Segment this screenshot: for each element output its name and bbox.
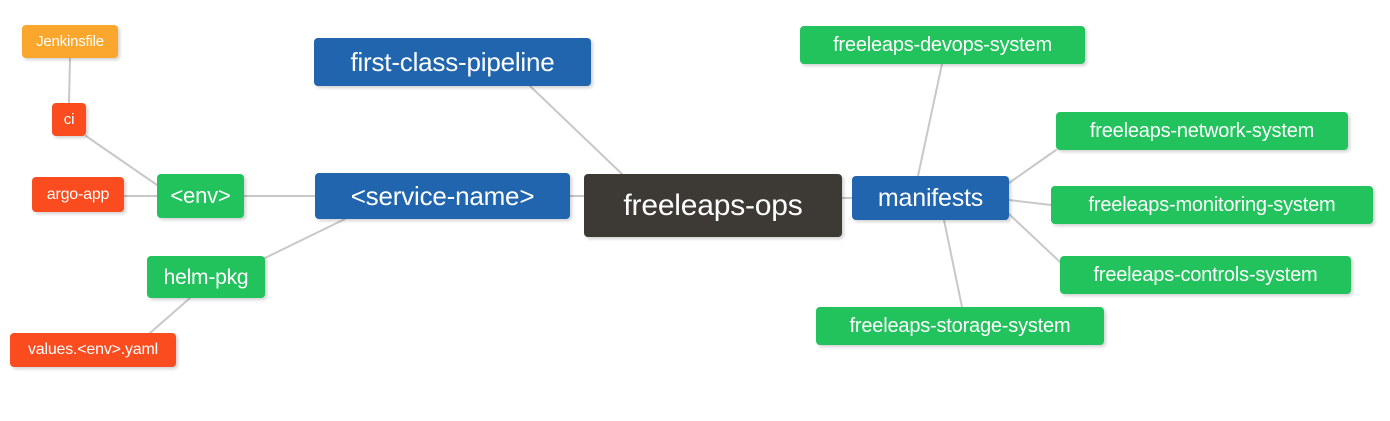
edge-manifests-to-freeleaps-devops-system [917, 63, 943, 177]
node-freeleaps-controls-system[interactable]: freeleaps-controls-system [1060, 256, 1351, 294]
node-label-freeleaps-devops-system: freeleaps-devops-system [833, 34, 1052, 56]
node-freeleaps-storage-system[interactable]: freeleaps-storage-system [816, 307, 1104, 345]
node-manifests[interactable]: manifests [852, 176, 1009, 220]
node-freeleaps-devops-system[interactable]: freeleaps-devops-system [800, 26, 1085, 64]
node-label-service-name: <service-name> [350, 181, 535, 211]
node-label-manifests: manifests [877, 183, 984, 212]
edge-manifests-to-freeleaps-network-system [1008, 149, 1057, 184]
node-jenkinsfile[interactable]: Jenkinsfile [22, 25, 118, 58]
node-freeleaps-network-system[interactable]: freeleaps-network-system [1056, 112, 1348, 150]
edge-values-yaml-to-helm-pkg [149, 297, 191, 334]
node-label-env: <env> [170, 183, 231, 208]
node-helm-pkg[interactable]: helm-pkg [147, 256, 265, 298]
node-label-helm-pkg: helm-pkg [163, 265, 249, 289]
edge-helm-pkg-to-service-name [264, 218, 346, 259]
node-label-freeleaps-monitoring-system: freeleaps-monitoring-system [1088, 194, 1336, 216]
edge-manifests-to-freeleaps-monitoring-system [1008, 199, 1052, 206]
node-ci[interactable]: ci [52, 103, 86, 136]
node-label-freeleaps-ops: freeleaps-ops [623, 188, 803, 222]
node-label-freeleaps-controls-system: freeleaps-controls-system [1093, 264, 1318, 286]
edge-first-class-pipeline-to-freeleaps-ops [529, 85, 623, 175]
node-first-class-pipeline[interactable]: first-class-pipeline [314, 38, 591, 86]
node-label-values-yaml: values.<env>.yaml [27, 341, 158, 358]
node-label-jenkinsfile: Jenkinsfile [36, 33, 104, 50]
node-label-freeleaps-network-system: freeleaps-network-system [1089, 120, 1315, 142]
node-label-ci: ci [63, 111, 75, 128]
edge-jenkinsfile-to-ci [68, 57, 71, 104]
edge-manifests-to-freeleaps-storage-system [943, 219, 963, 308]
node-freeleaps-monitoring-system[interactable]: freeleaps-monitoring-system [1051, 186, 1373, 224]
node-label-freeleaps-storage-system: freeleaps-storage-system [849, 315, 1071, 337]
node-argo-app[interactable]: argo-app [32, 177, 124, 212]
node-env[interactable]: <env> [157, 174, 244, 218]
node-label-first-class-pipeline: first-class-pipeline [350, 47, 555, 77]
node-label-argo-app: argo-app [46, 185, 110, 203]
node-freeleaps-ops[interactable]: freeleaps-ops [584, 174, 842, 237]
node-values-yaml[interactable]: values.<env>.yaml [10, 333, 176, 367]
node-service-name[interactable]: <service-name> [315, 173, 570, 219]
